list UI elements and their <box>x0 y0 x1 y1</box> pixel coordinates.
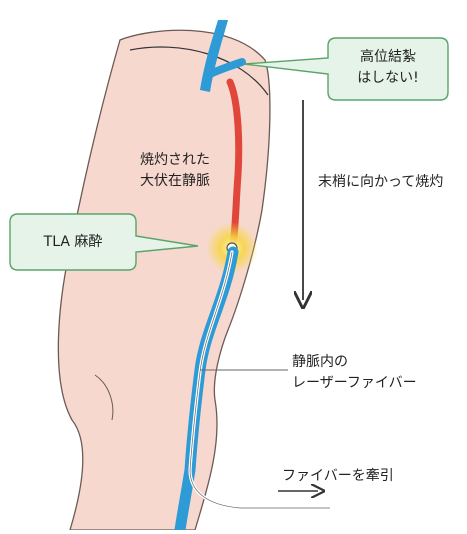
distal-ablation-label: 末梢に向かって焼灼 <box>318 172 443 193</box>
laser-fiber-line1: 静脈内の <box>292 352 417 373</box>
ablated-vein-line2: 大伏在静脈 <box>140 171 210 192</box>
laser-fiber-line2: レーザーファイバー <box>292 373 417 394</box>
laser-fiber-label: 静脈内の レーザーファイバー <box>292 352 417 394</box>
ablated-vein-label: 焼灼された 大伏在静脈 <box>140 150 210 192</box>
high-ligation-line2: はしない! <box>336 68 440 89</box>
pull-fiber-label: ファイバーを牽引 <box>282 466 394 487</box>
high-ligation-text: 高位結紮 はしない! <box>336 47 440 89</box>
tla-text: TLA 麻酔 <box>18 232 128 253</box>
tla-label: TLA 麻酔 <box>18 232 128 253</box>
ablated-vein-line1: 焼灼された <box>140 150 210 171</box>
high-ligation-line1: 高位結紮 <box>336 47 440 68</box>
